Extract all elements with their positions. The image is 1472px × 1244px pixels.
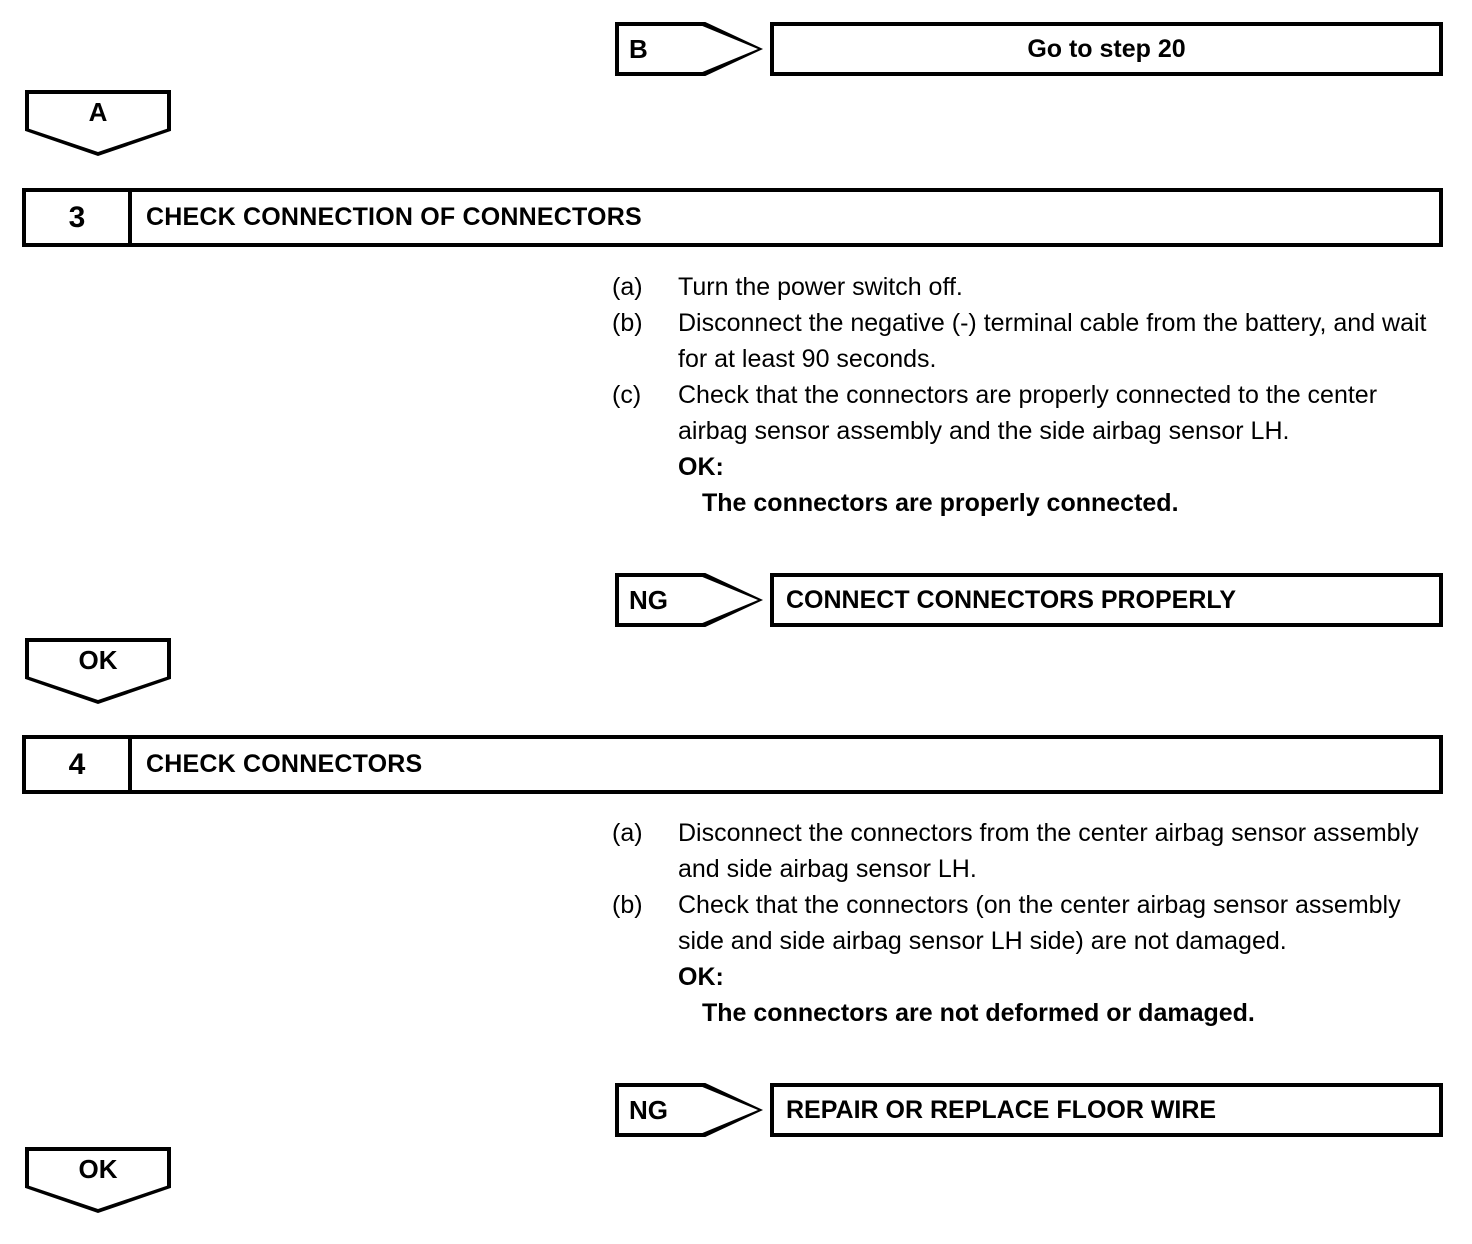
procedure-item: (b) Check that the connectors (on the ce…	[612, 887, 1452, 959]
connector-flag-a-label: A	[88, 97, 108, 127]
connector-tag-ng-step-4-label: NG	[629, 1094, 668, 1125]
procedure-item-text: Turn the power switch off.	[678, 273, 963, 301]
result-box-repair-or-replace-floor-wire: REPAIR OR REPLACE FLOOR WIRE	[770, 1083, 1443, 1137]
procedure-item: (b) Disconnect the negative (-) terminal…	[612, 305, 1452, 377]
connector-tag-ng-step-3: NG	[615, 573, 763, 627]
result-box-repair-or-replace-floor-wire-label: REPAIR OR REPLACE FLOOR WIRE	[786, 1095, 1217, 1124]
procedure-item-label: (a)	[612, 273, 643, 301]
step-title-4: CHECK CONNECTORS	[146, 750, 423, 778]
procedure-item-text: Disconnect the negative (-) terminal cab…	[678, 309, 1427, 373]
step-title-3: CHECK CONNECTION OF CONNECTORS	[146, 203, 642, 231]
step-4-ok-criterion: The connectors are not deformed or damag…	[702, 999, 1255, 1027]
connector-flag-ok-2: OK	[25, 1147, 171, 1213]
procedure-item: (a) Disconnect the connectors from the c…	[612, 815, 1452, 887]
step-number-4: 4	[26, 739, 132, 790]
connector-tag-ng-step-3-label: NG	[629, 584, 668, 615]
step-3-ok-heading: OK:	[678, 453, 724, 481]
step-3-ok-criterion: The connectors are properly connected.	[702, 489, 1179, 517]
result-box-connect-connectors-properly-label: CONNECT CONNECTORS PROPERLY	[786, 585, 1237, 614]
step-header-3: 3 CHECK CONNECTION OF CONNECTORS	[22, 188, 1443, 247]
step-4-ok-heading: OK:	[678, 963, 724, 991]
result-box-go-to-step-20: Go to step 20	[770, 22, 1443, 76]
procedure-item: (c) Check that the connectors are proper…	[612, 377, 1452, 449]
result-box-connect-connectors-properly: CONNECT CONNECTORS PROPERLY	[770, 573, 1443, 627]
step-number-3: 3	[26, 192, 132, 243]
procedure-item-label: (b)	[612, 309, 643, 337]
procedure-item-text: Check that the connectors are properly c…	[678, 381, 1378, 445]
step-header-4: 4 CHECK CONNECTORS	[22, 735, 1443, 794]
procedure-item-label: (b)	[612, 891, 643, 919]
connector-flag-ok-2-label: OK	[78, 1154, 118, 1184]
procedure-item: (a) Turn the power switch off.	[612, 269, 1452, 305]
step-4-procedure: (a) Disconnect the connectors from the c…	[612, 815, 1452, 1031]
step-3-procedure: (a) Turn the power switch off. (b) Disco…	[612, 269, 1452, 521]
procedure-item-text: Disconnect the connectors from the cente…	[678, 819, 1419, 883]
connector-flag-a: A	[25, 90, 171, 156]
connector-tag-b: B	[615, 22, 763, 76]
connector-flag-ok-1: OK	[25, 638, 171, 704]
procedure-item-label: (a)	[612, 819, 643, 847]
result-box-go-to-step-20-label: Go to step 20	[1027, 34, 1186, 63]
procedure-item-label: (c)	[612, 381, 642, 409]
connector-tag-b-label: B	[629, 33, 648, 64]
connector-tag-ng-step-4: NG	[615, 1083, 763, 1137]
connector-flag-ok-1-label: OK	[78, 645, 118, 675]
procedure-item-text: Check that the connectors (on the center…	[678, 891, 1401, 955]
